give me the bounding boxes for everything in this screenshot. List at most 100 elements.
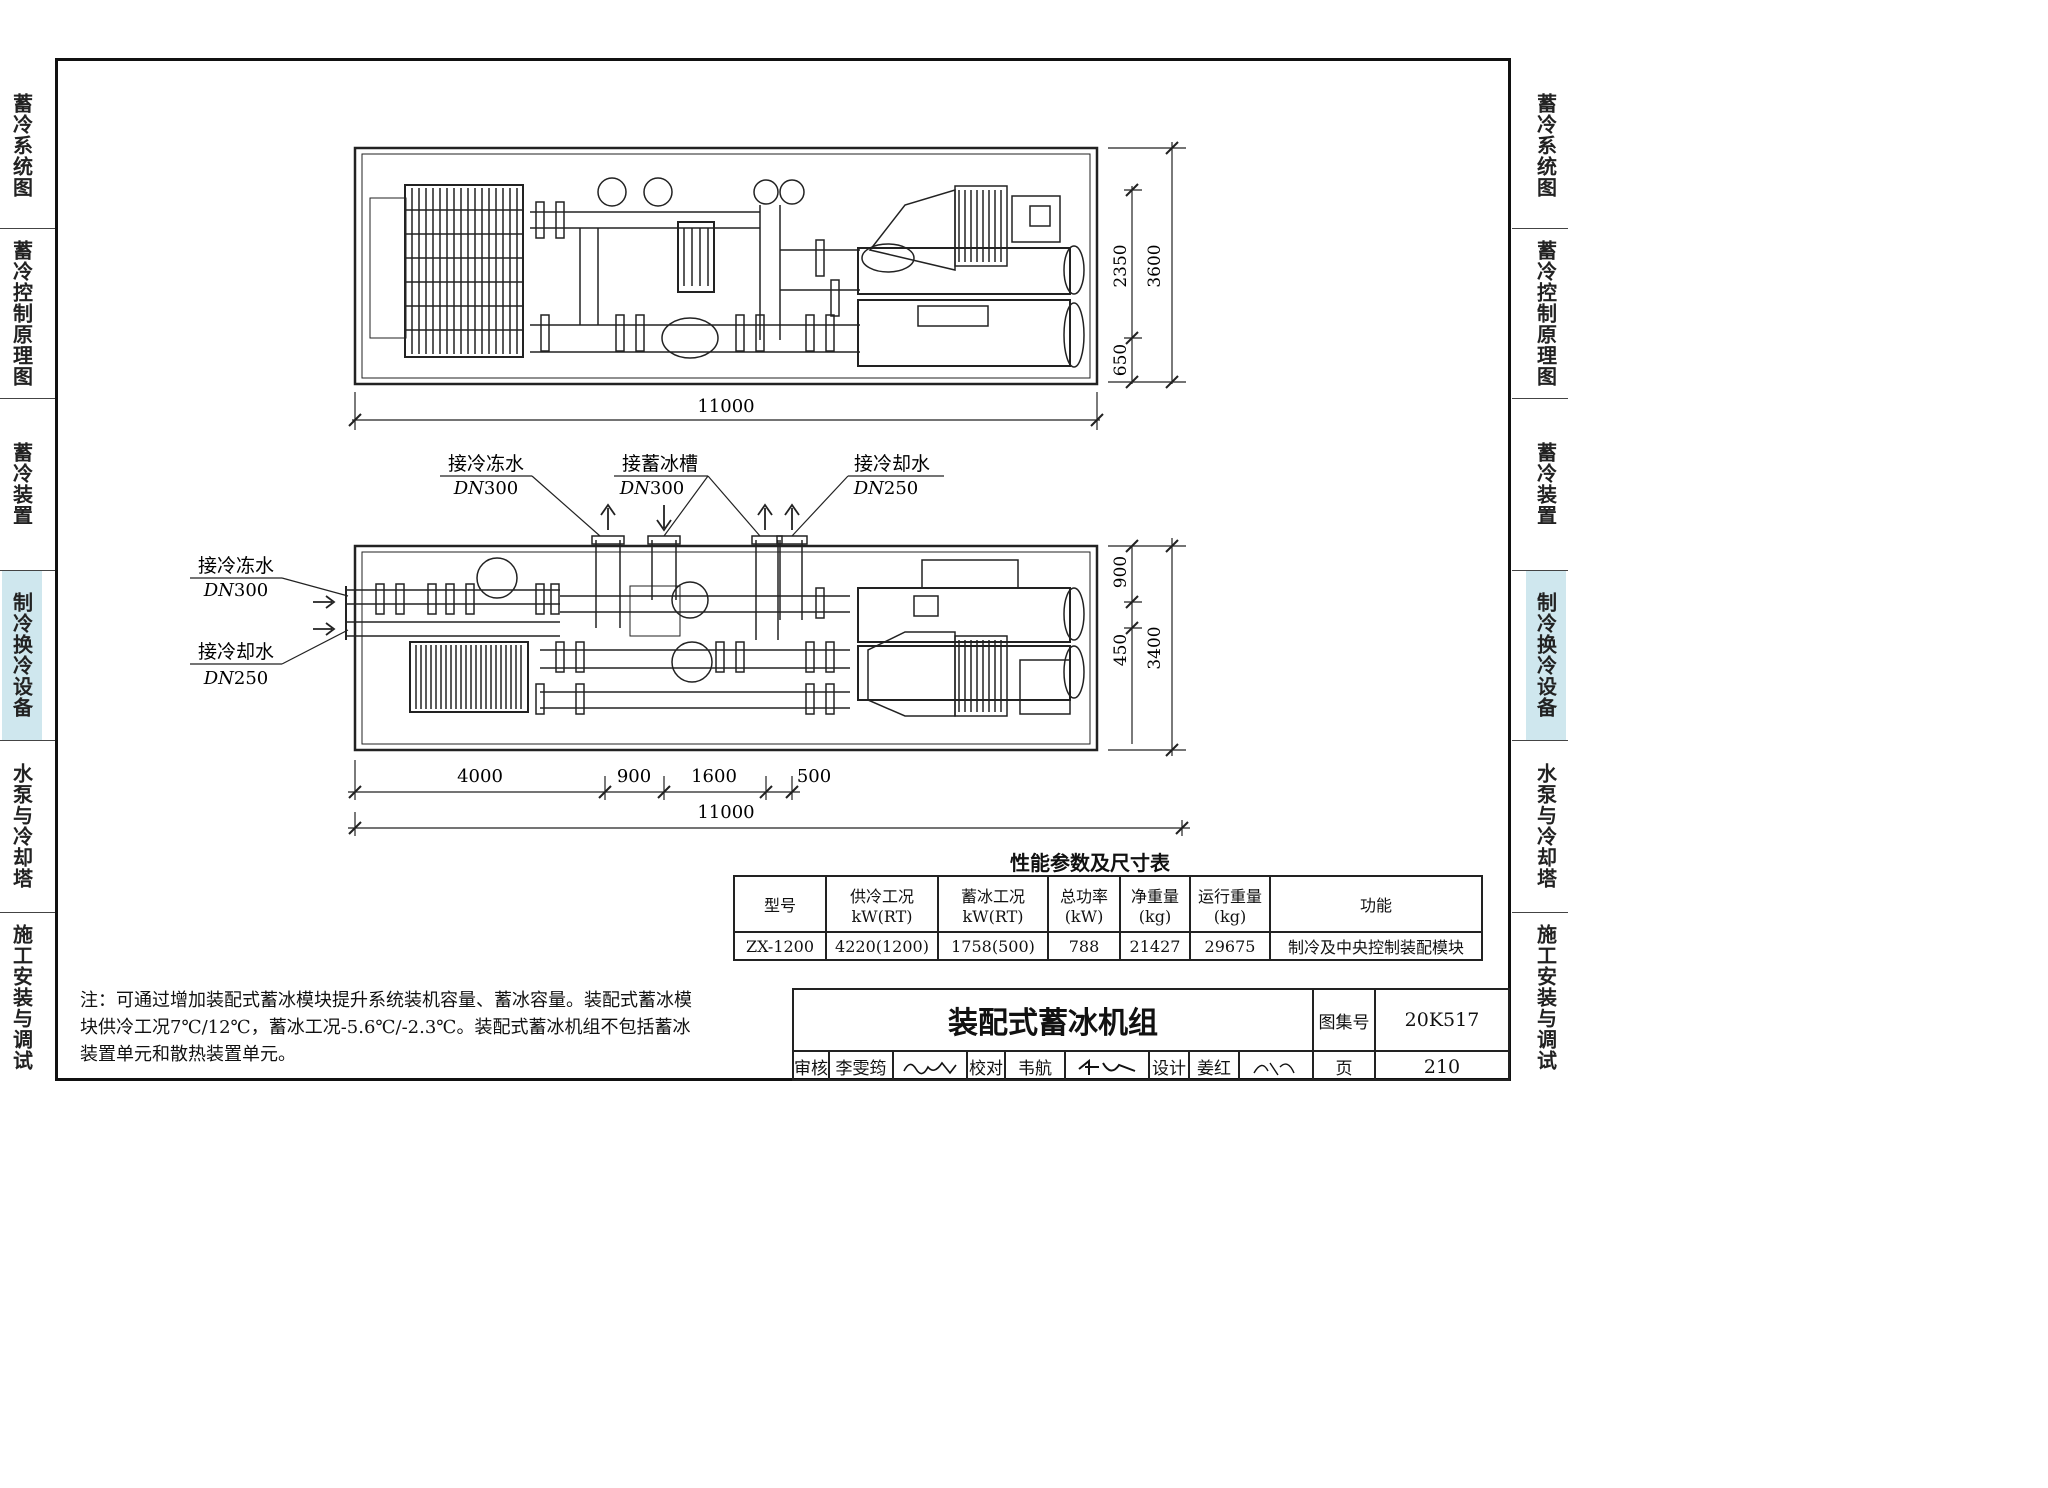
callout-top-size-2: DN300	[619, 478, 685, 499]
top-dim-height-total: 3600	[1145, 244, 1165, 287]
perf-cell: 4220(1200)	[825, 931, 939, 961]
plate-heat-exchanger	[369, 184, 524, 358]
perf-header-7: 功能	[1269, 875, 1483, 933]
reviewer-signature	[894, 1052, 968, 1081]
left-side-tab-4[interactable]: 制冷换冷设备	[2, 570, 42, 740]
design-label: 设计	[1150, 1052, 1190, 1081]
atlas-number-label: 图集号	[1314, 990, 1376, 1052]
perf-header-1: 型号	[733, 875, 827, 933]
perf-cell: ZX-1200	[733, 931, 827, 961]
perf-cell: 制冷及中央控制装配模块	[1269, 931, 1483, 961]
flange	[825, 683, 835, 715]
designer-signature	[1240, 1052, 1314, 1081]
perf-header-line: 供冷工况	[849, 886, 914, 906]
bottom-dim-segment-4: 500	[797, 766, 831, 787]
side-tab-divider	[0, 228, 56, 229]
callout-left-size-2: DN250	[203, 668, 269, 689]
flange	[615, 314, 625, 352]
side-tab-divider	[0, 912, 56, 913]
top-plan-view	[348, 141, 1186, 430]
flange	[825, 641, 835, 673]
flange	[575, 683, 585, 715]
bottom-plan-view	[190, 475, 1190, 836]
flange	[715, 641, 725, 673]
dn-size: 300	[234, 580, 268, 601]
flange	[375, 583, 385, 615]
page-number: 210	[1423, 1055, 1461, 1078]
perf-cell: 29675	[1189, 931, 1271, 961]
perf-header-line: 运行重量	[1197, 886, 1262, 906]
flange	[830, 279, 840, 317]
flange	[825, 314, 835, 352]
bottom-dim-segment-1: 4000	[457, 766, 503, 787]
right-side-tab-2[interactable]: 蓄冷控制原理图	[1533, 239, 1558, 387]
perf-header-line: kW(RT)	[851, 906, 913, 926]
flange	[575, 641, 585, 673]
right-side-tab-3[interactable]: 蓄冷装置	[1533, 442, 1558, 526]
piping-group	[530, 177, 860, 359]
flange	[815, 587, 825, 619]
flange	[465, 583, 475, 615]
left-side-tab-1[interactable]: 蓄冷系统图	[9, 92, 34, 198]
flange	[755, 314, 765, 352]
bottom-dim-segment-3: 1600	[691, 766, 737, 787]
dn-prefix: DN	[453, 478, 485, 499]
perf-header-line: 净重量	[1130, 886, 1179, 906]
dn-prefix: DN	[853, 478, 885, 499]
bottom-dimension-labels: 4000 900 1600 500	[457, 766, 831, 787]
callout-left-size-1: DN300	[203, 580, 269, 601]
chiller-unit-2	[857, 559, 1085, 717]
top-dimension-lines	[348, 141, 1186, 430]
check-label: 校对	[968, 1052, 1006, 1081]
side-tab-divider	[1512, 398, 1568, 399]
right-side-tab-4[interactable]: 制冷换冷设备	[1526, 570, 1566, 740]
drawing-frame	[55, 58, 1511, 1081]
flange	[805, 683, 815, 715]
left-side-tab-3[interactable]: 蓄冷装置	[9, 442, 34, 526]
perf-cell: 1758(500)	[937, 931, 1049, 961]
side-tab-divider	[1512, 740, 1568, 741]
top-dim-total-length: 11000	[697, 396, 754, 417]
right-side-tab-5[interactable]: 水泵与冷却塔	[1533, 763, 1558, 889]
flange	[445, 583, 455, 615]
perf-cell: 21427	[1119, 931, 1191, 961]
page-label: 页	[1314, 1052, 1376, 1081]
dn-prefix: DN	[203, 668, 235, 689]
perf-header-line: kW(RT)	[962, 906, 1024, 926]
flange	[805, 641, 815, 673]
flange	[555, 201, 565, 239]
checker-name: 韦航	[1006, 1052, 1066, 1081]
perf-header-4: 总功率(kW)	[1047, 875, 1121, 933]
flange	[805, 314, 815, 352]
bottom-dim-segment-2: 900	[617, 766, 651, 787]
left-side-tab-2[interactable]: 蓄冷控制原理图	[9, 239, 34, 387]
side-tab-divider	[0, 740, 56, 741]
flange	[555, 641, 565, 673]
perf-header-6: 运行重量(kg)	[1189, 875, 1271, 933]
callout-top-name-1: 接冷冻水	[448, 453, 524, 475]
drawing-note: 注：可通过增加装配式蓄冰模块提升系统装机容量、蓄冰容量。装配式蓄冰模块供冷工况7…	[80, 990, 692, 1065]
left-side-tab-6[interactable]: 施工安装与调试	[9, 923, 34, 1071]
callout-top-name-2: 接蓄冰槽	[622, 453, 698, 475]
left-side-tab-5[interactable]: 水泵与冷却塔	[9, 763, 34, 889]
flange	[535, 201, 545, 239]
dn-size: 300	[650, 478, 684, 499]
callout-top-size-1: DN300	[453, 478, 519, 499]
callout-leaders	[190, 475, 944, 665]
callout-top-name-3: 接冷却水	[854, 453, 930, 475]
side-tab-divider	[0, 570, 56, 571]
performance-table-title: 性能参数及尺寸表	[1010, 851, 1170, 875]
review-label: 审核	[794, 1052, 830, 1081]
callout-top-size-3: DN250	[853, 478, 919, 499]
perf-header-line: (kg)	[1138, 906, 1172, 926]
perf-header-line: 型号	[763, 896, 796, 915]
flange	[550, 583, 560, 615]
flange	[735, 314, 745, 352]
dn-size: 250	[884, 478, 918, 499]
right-side-tab-6[interactable]: 施工安装与调试	[1533, 923, 1558, 1071]
bottom-dim-total-length: 11000	[697, 802, 754, 823]
right-side-tab-1[interactable]: 蓄冷系统图	[1533, 92, 1558, 198]
